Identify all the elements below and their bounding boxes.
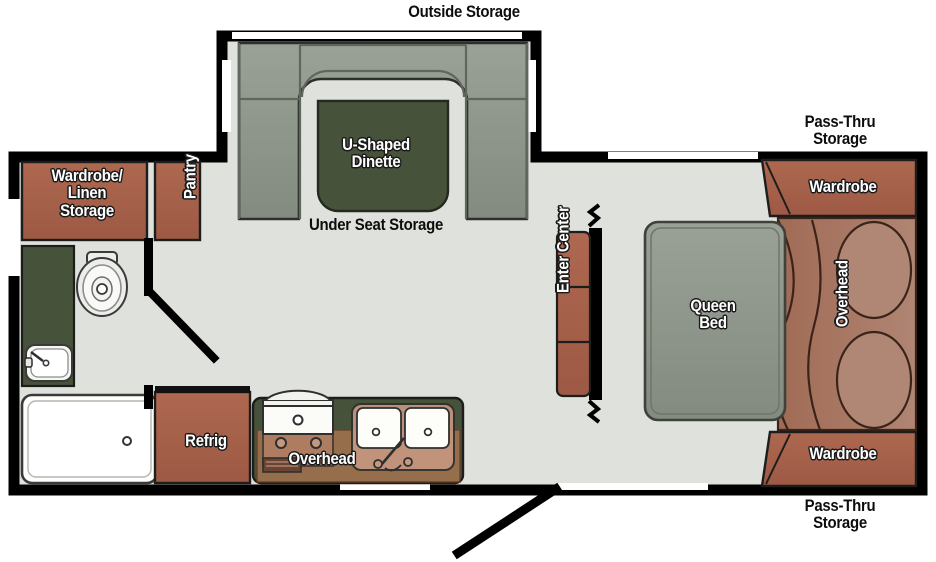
bathroom-wall-lower — [144, 385, 153, 409]
double-sink — [351, 403, 455, 472]
refrigerator — [153, 390, 252, 485]
label-overhead-bedroom: Overhead — [832, 260, 852, 328]
label-refrig: Refrig — [185, 431, 227, 450]
dinette-table — [316, 99, 450, 213]
dinette-slideout-group — [237, 41, 529, 221]
label-u-shaped-dinette: U-Shaped Dinette — [342, 135, 410, 172]
bedroom-group — [643, 158, 918, 488]
label-pantry: Pantry — [180, 154, 200, 200]
label-overhead-kitchen: Overhead — [288, 449, 356, 468]
label-enter-center: Enter Center — [553, 206, 573, 293]
main-entry-door — [451, 482, 563, 560]
window-top-wall — [232, 32, 522, 39]
window-top-wall-right — [608, 152, 758, 159]
kitchen-group — [153, 386, 465, 485]
label-wardrobe-linen-storage: Wardrobe/ Linen Storage — [51, 166, 123, 220]
label-pass-thru-storage-bot: Pass-Thru Storage — [804, 496, 876, 533]
wardrobe-linen-cabinet — [20, 160, 149, 242]
comforter-fold-2 — [807, 219, 822, 431]
window-bottom-wall — [340, 483, 430, 490]
label-outside-storage: Outside Storage — [408, 2, 520, 21]
toilet — [76, 251, 128, 317]
range-oven — [262, 389, 334, 473]
label-under-seat-storage: Under Seat Storage — [308, 215, 444, 234]
label-wardrobe-top: Wardrobe — [809, 177, 877, 196]
pillow-upper — [835, 220, 913, 320]
faucet-spout — [381, 437, 405, 465]
bathroom-group — [20, 160, 220, 485]
wardrobe-upper — [760, 158, 918, 218]
wardrobe-lower — [760, 430, 918, 488]
bathroom-wall-upper — [144, 238, 153, 296]
curtain-zigzag-top — [586, 203, 602, 228]
bathroom-door — [144, 286, 220, 364]
label-queen-bed: Queen Bed — [690, 296, 736, 333]
pillow-lower — [835, 330, 913, 430]
vanity-sink — [24, 344, 73, 382]
window-slide-right — [527, 60, 536, 132]
enter-center-wall — [589, 228, 602, 400]
curtain-zigzag-bottom — [586, 399, 602, 424]
queen-mattress — [643, 220, 787, 422]
label-pass-thru-storage-top: Pass-Thru Storage — [804, 112, 876, 149]
pantry-cabinet — [153, 160, 202, 242]
window-bottom-wall-2 — [556, 483, 708, 490]
window-left-wall — [9, 200, 19, 275]
label-wardrobe-bottom: Wardrobe — [809, 444, 877, 463]
entertainment-center — [555, 203, 602, 424]
window-slide-left — [222, 60, 231, 132]
shower-drain — [122, 436, 132, 446]
